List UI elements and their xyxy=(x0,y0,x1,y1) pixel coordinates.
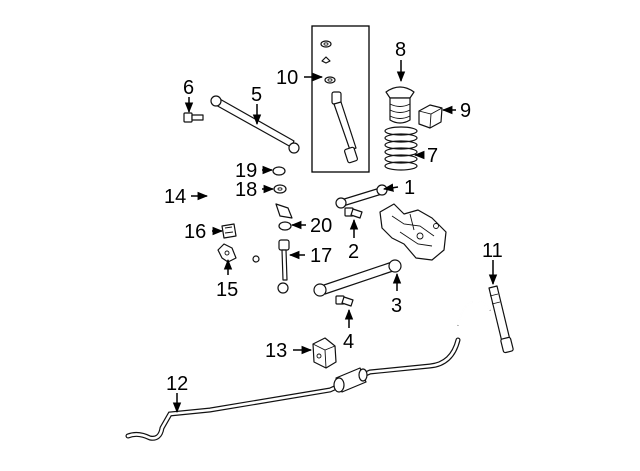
bolt-4 xyxy=(335,295,354,307)
bolt-6 xyxy=(183,112,204,123)
callout-labels: 1 2 3 4 5 6 7 8 9 10 11 12 13 14 15 16 1… xyxy=(164,39,503,395)
callout-13: 13 xyxy=(265,340,287,362)
callout-7: 7 xyxy=(427,145,438,167)
callout-12: 12 xyxy=(166,373,188,395)
callout-1: 1 xyxy=(404,177,415,199)
callout-20: 20 xyxy=(310,215,332,237)
callout-3: 3 xyxy=(391,295,402,317)
upper-link-right xyxy=(335,184,388,209)
air-shock-absorber xyxy=(457,285,514,354)
shock-absorber-kit-box xyxy=(311,25,370,173)
washer-18 xyxy=(273,184,287,194)
coil-spring xyxy=(384,126,418,171)
air-line-tube xyxy=(125,337,461,441)
stabilizer-link xyxy=(277,239,290,294)
bolt-2 xyxy=(344,207,363,219)
callout-11: 11 xyxy=(482,240,503,262)
callout-5: 5 xyxy=(251,84,262,106)
stabilizer-bracket xyxy=(217,243,237,263)
nut-19 xyxy=(272,166,286,176)
callout-4: 4 xyxy=(343,331,354,353)
callout-16: 16 xyxy=(184,221,206,243)
callout-9: 9 xyxy=(460,100,471,122)
compressor-bracket xyxy=(312,337,337,369)
callout-15: 15 xyxy=(216,279,238,301)
bushing-20 xyxy=(278,221,292,231)
callout-6: 6 xyxy=(183,77,194,99)
bump-stop xyxy=(385,86,415,124)
callout-8: 8 xyxy=(395,39,406,61)
bumper-pad xyxy=(418,104,443,129)
stabilizer-bushing xyxy=(221,223,237,239)
callout-2: 2 xyxy=(348,241,359,263)
callout-19: 19 xyxy=(235,160,257,182)
stabilizer-bar xyxy=(198,176,264,263)
callout-10: 10 xyxy=(276,67,298,89)
callout-17: 17 xyxy=(310,245,332,267)
callout-18: 18 xyxy=(235,179,257,201)
callout-14: 14 xyxy=(164,186,186,208)
link-bracket xyxy=(275,203,293,219)
callout-arrows xyxy=(172,60,498,414)
axle-bracket xyxy=(379,203,447,261)
lower-control-arm xyxy=(313,259,402,297)
